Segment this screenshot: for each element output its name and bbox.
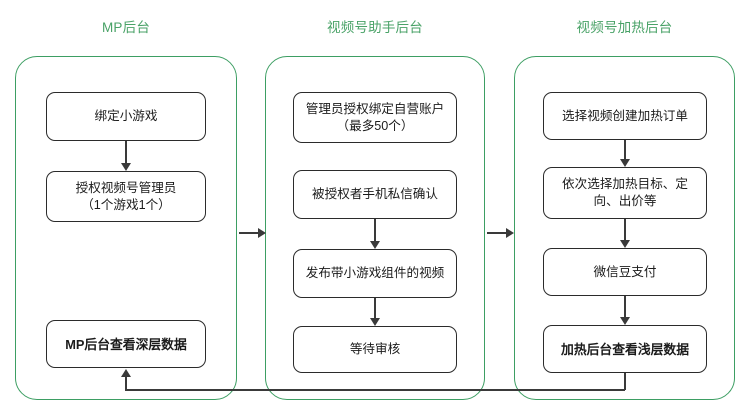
group-title-mp-backend: MP后台 — [101, 20, 151, 35]
arrow-right-icon — [506, 228, 514, 238]
node-bind-minigame[interactable]: 绑定小游戏 — [46, 92, 206, 141]
connector-group1-to-group2 — [239, 232, 263, 234]
arrow-down-icon — [620, 240, 630, 248]
group-title-channels-boost-backend: 视频号加热后台 — [576, 20, 673, 35]
arrow-down-icon — [121, 163, 131, 171]
arrow-down-icon — [620, 159, 630, 167]
node-publish-video-with-minigame[interactable]: 发布带小游戏组件的视频 — [293, 249, 457, 298]
node-authorized-phone-dm-confirm[interactable]: 被授权者手机私信确认 — [293, 170, 457, 219]
node-mp-view-deep-data[interactable]: MP后台查看深层数据 — [46, 320, 206, 368]
node-select-video-create-boost-order[interactable]: 选择视频创建加热订单 — [543, 92, 707, 140]
connector-feedback-horizontal — [125, 389, 625, 391]
arrow-right-icon — [258, 228, 266, 238]
connector-feedback-up — [125, 376, 127, 390]
group-mp-backend — [15, 56, 237, 400]
connector-confirm-to-publish — [374, 219, 376, 244]
node-wechat-bean-payment[interactable]: 微信豆支付 — [543, 248, 707, 296]
connector-order-to-target — [624, 140, 626, 162]
arrow-up-icon — [121, 369, 131, 377]
node-await-review[interactable]: 等待审核 — [293, 326, 457, 373]
arrow-down-icon — [370, 241, 380, 249]
arrow-down-icon — [370, 318, 380, 326]
node-admin-authorize-bind-account[interactable]: 管理员授权绑定自营账户 （最多50个） — [293, 92, 457, 143]
node-authorize-channel-admin[interactable]: 授权视频号管理员 （1个游戏1个） — [46, 171, 206, 222]
connector-target-to-payment — [624, 219, 626, 243]
connector-payment-to-shallow-data — [624, 296, 626, 320]
group-channels-boost-backend — [514, 56, 735, 400]
connector-publish-to-review — [374, 298, 376, 321]
connector-bind-to-authorize — [125, 141, 127, 166]
connector-group2-to-group3 — [487, 232, 511, 234]
group-title-channels-assistant-backend: 视频号助手后台 — [327, 20, 423, 35]
node-boost-view-shallow-data[interactable]: 加热后台查看浅层数据 — [543, 325, 707, 373]
arrow-down-icon — [620, 317, 630, 325]
connector-feedback-down — [624, 373, 626, 390]
node-select-boost-target-targeting-bid[interactable]: 依次选择加热目标、定 向、出价等 — [543, 167, 707, 219]
